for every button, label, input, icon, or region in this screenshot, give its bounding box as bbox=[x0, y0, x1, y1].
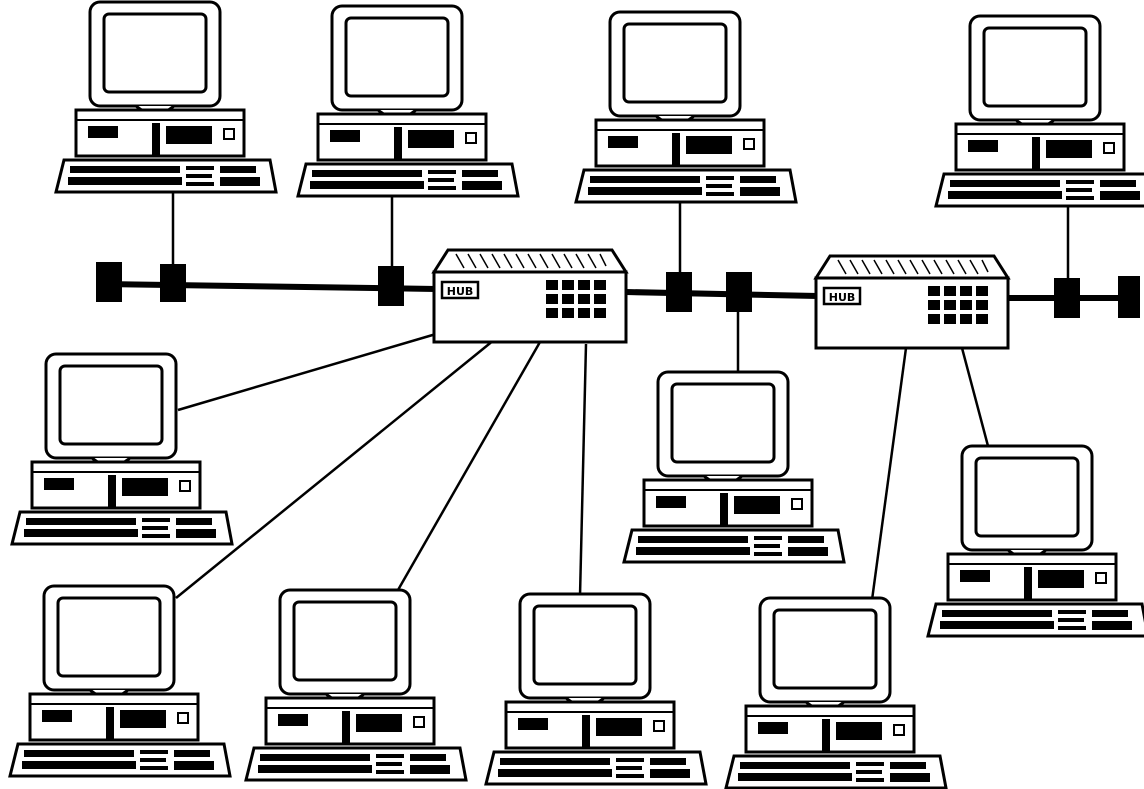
computer-icon bbox=[54, 0, 278, 194]
terminator-icon bbox=[96, 262, 122, 302]
connector-icon bbox=[1054, 278, 1080, 318]
computer-icon bbox=[296, 4, 520, 198]
drop-cables bbox=[171, 192, 1070, 374]
computer-icon bbox=[484, 592, 708, 786]
hub-icon: HUB bbox=[432, 248, 628, 344]
connector-icon bbox=[666, 272, 692, 312]
hub-icon: HUB bbox=[814, 254, 1010, 350]
hub-label: HUB bbox=[447, 285, 474, 298]
computer-icon bbox=[10, 352, 234, 546]
computer-icon bbox=[724, 596, 948, 789]
connector-icon bbox=[160, 264, 186, 302]
connector-icon bbox=[726, 272, 752, 312]
computer-icon bbox=[934, 14, 1144, 208]
connector-icon bbox=[378, 266, 404, 306]
hub-label: HUB bbox=[829, 291, 856, 304]
hub-cables bbox=[175, 332, 990, 601]
computer-icon bbox=[926, 444, 1144, 638]
computer-icon bbox=[244, 588, 468, 782]
bus-connectors bbox=[96, 262, 1140, 318]
terminator-icon bbox=[1118, 276, 1140, 318]
computer-icon bbox=[8, 584, 232, 778]
computer-icon bbox=[574, 10, 798, 204]
computer-icon bbox=[622, 370, 846, 564]
